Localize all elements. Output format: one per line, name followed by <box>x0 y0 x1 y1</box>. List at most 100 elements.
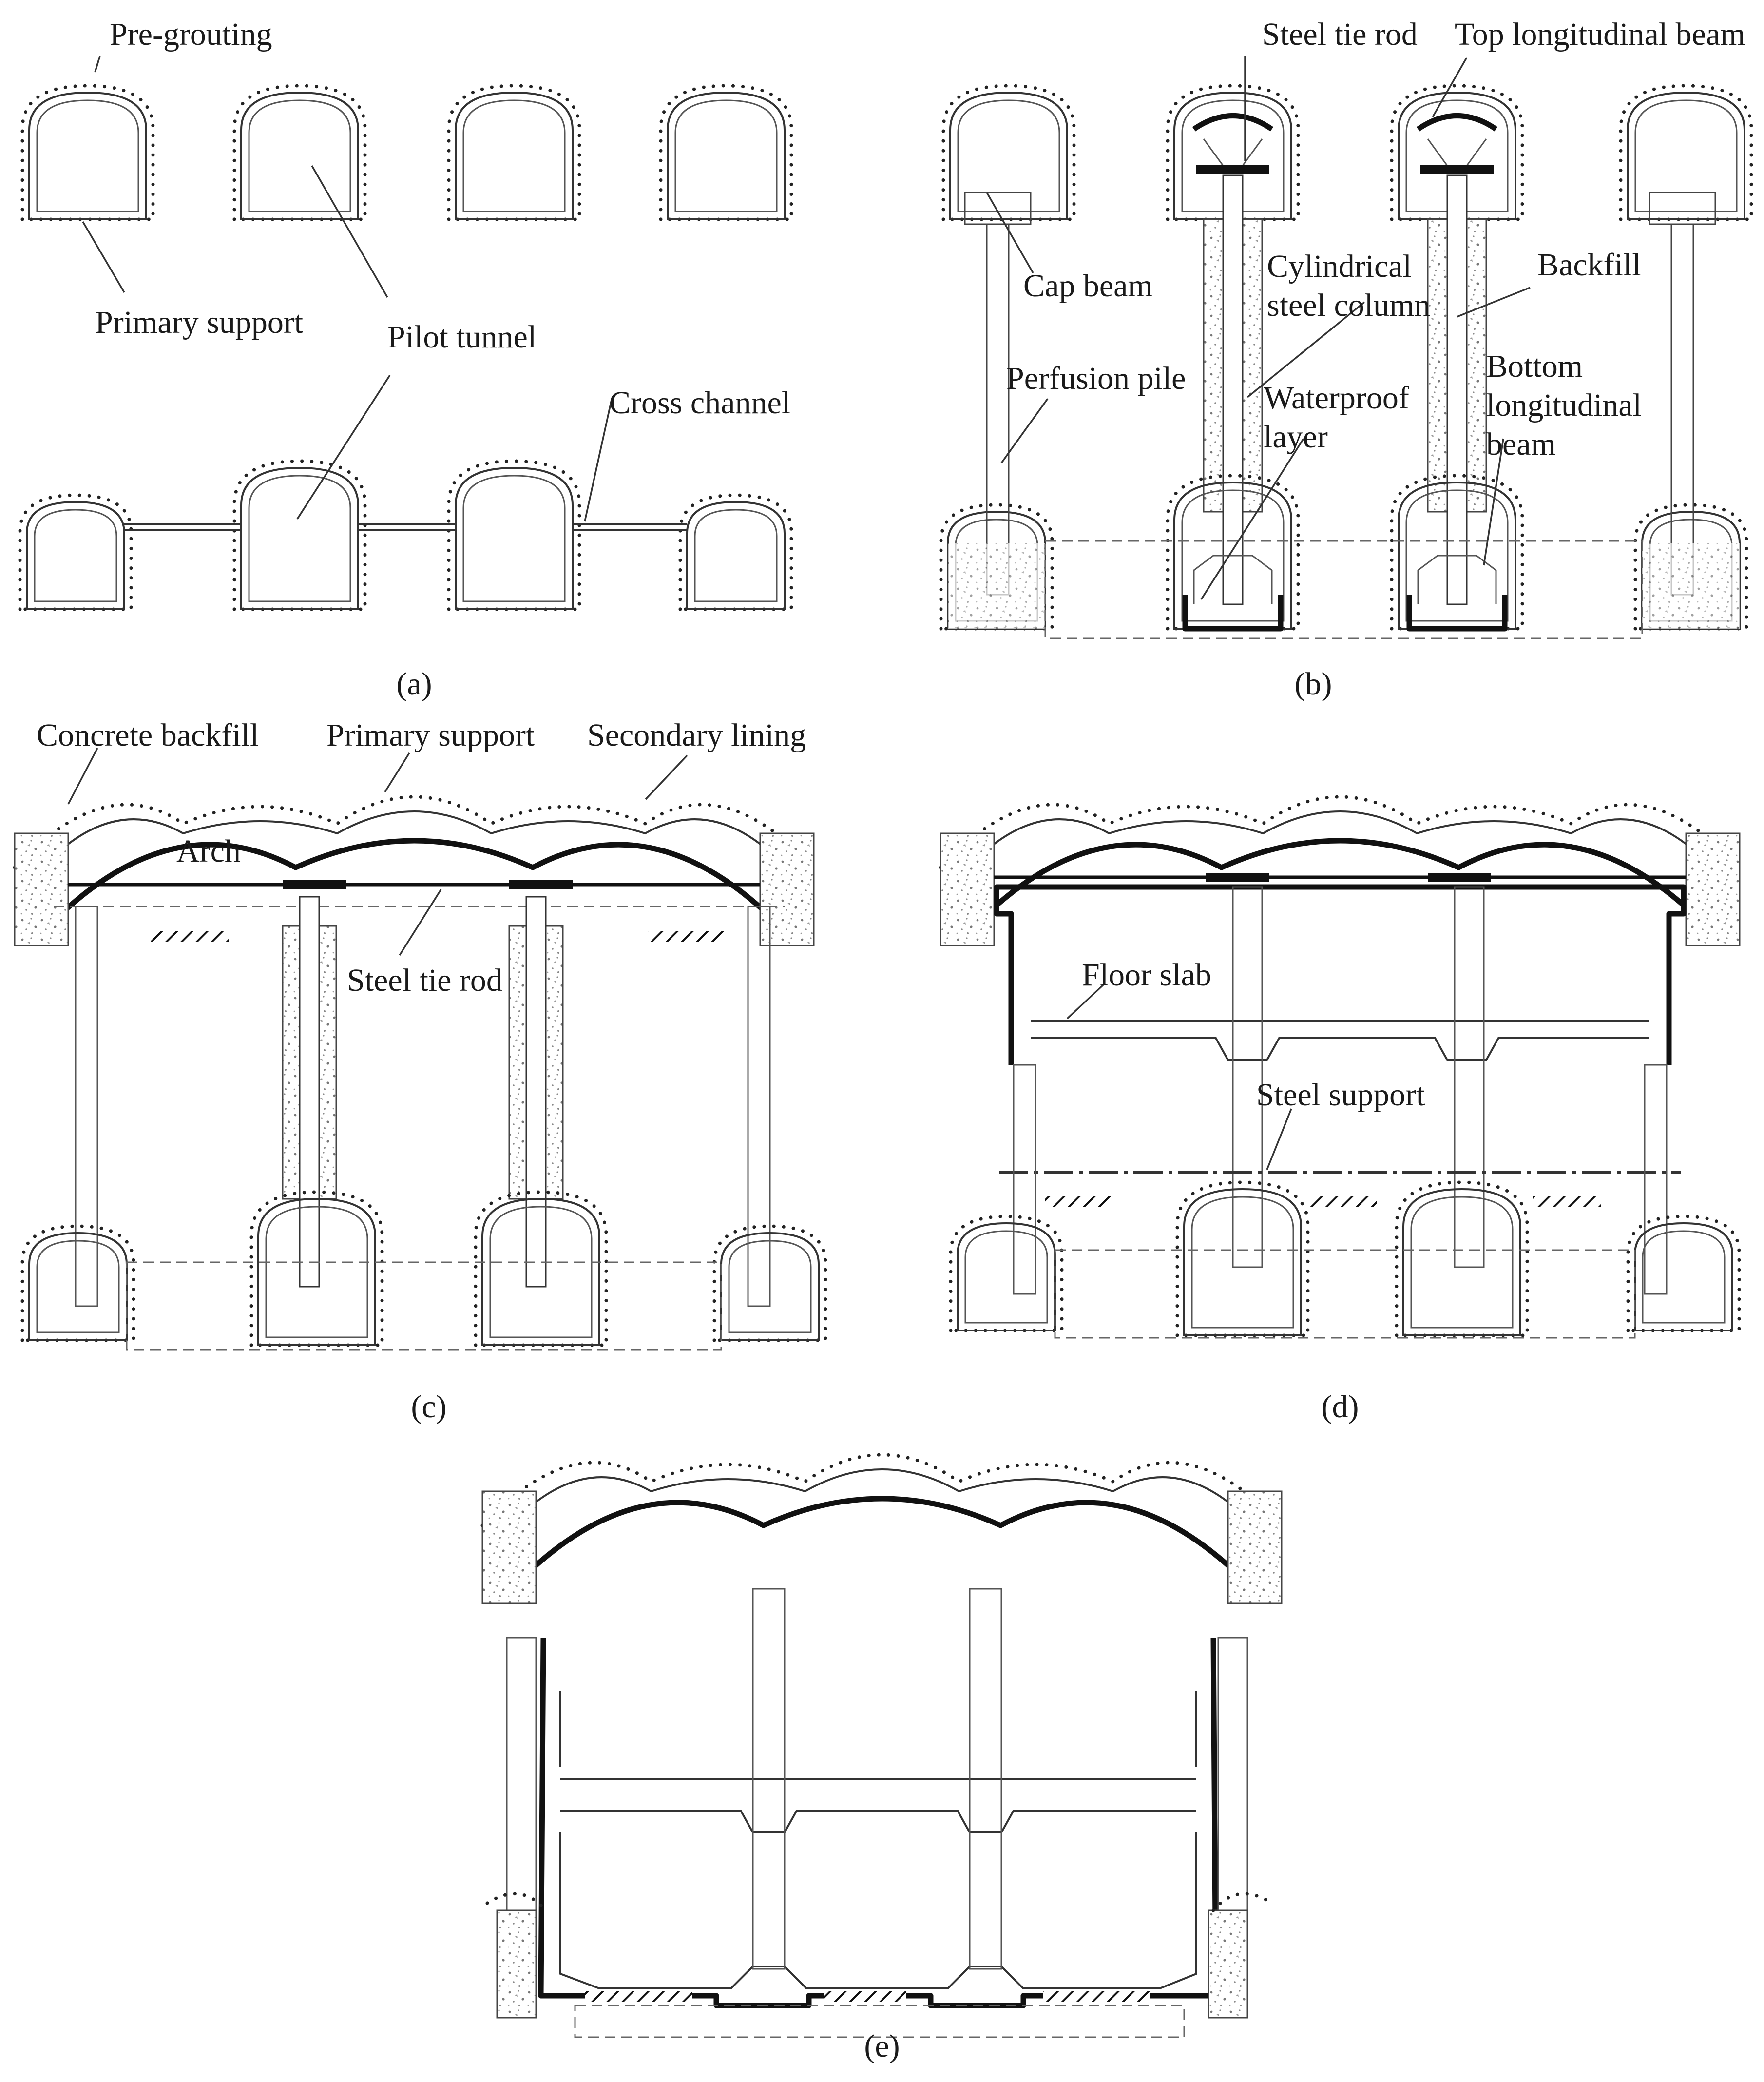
pilot-tunnel-1-pre-grouting <box>20 84 155 221</box>
label-top-longitudinal-beam: Top longitudinal beam <box>1455 17 1745 52</box>
b-perfusion-pile-2 <box>1670 223 1694 596</box>
c-backfill-right <box>759 832 815 946</box>
b-waterproof-layer-1 <box>1182 595 1284 632</box>
leader-cross-channel <box>584 399 613 522</box>
e-outer-wall <box>538 1637 1219 2008</box>
b-steel-column-2 <box>1446 174 1468 605</box>
d-base-slab-outline <box>1054 1249 1636 1339</box>
d-lower-tunnel-3-inner <box>1410 1196 1514 1329</box>
e-lower-pre-grouting <box>485 1892 1274 1912</box>
pilot-tunnel-2-outer <box>240 91 359 220</box>
leader-pilot-tunnel-bottom <box>296 375 391 520</box>
e-lower-backfill-2 <box>1208 1909 1248 2019</box>
b-perfusion-pile-1 <box>986 223 1010 596</box>
e-base-outline <box>574 2005 1185 2038</box>
b-lower-tunnel-2-outer <box>1173 481 1292 630</box>
pilot-tunnels-separate <box>20 84 793 221</box>
b-lower-tunnel-3-outer <box>1398 481 1516 630</box>
b-cap-beam-1 <box>964 192 1032 225</box>
b-lower-tunnel-4-pre-grouting <box>1633 503 1748 631</box>
pilot-tunnel-lower-1-pre-grouting <box>18 493 133 611</box>
c-lower-tunnel-4-outer <box>720 1232 820 1341</box>
pilot-tunnel-2-pre-grouting <box>232 84 367 221</box>
d-column-1 <box>1232 886 1263 1268</box>
e-bottom-slab <box>559 1832 1197 1989</box>
leader-waterproof-layer <box>1200 438 1304 600</box>
b-top-beam-body-1 <box>1203 138 1263 167</box>
pilot-tunnel-4-inner <box>674 99 778 212</box>
pilot-tunnel-4-outer <box>667 91 786 220</box>
c-secondary-lining <box>57 838 772 918</box>
label-waterproof-line2: layer <box>1264 419 1328 455</box>
e-waterproof-strip-1 <box>585 1991 692 2002</box>
b-mid-tunnel-2-outer <box>1398 91 1516 220</box>
leader-steel-tie-rod-c <box>399 889 442 956</box>
b-base-slab-outline <box>1044 540 1643 639</box>
label-primary-support-c: Primary support <box>326 717 535 753</box>
panel-c: Concrete backfill Primary support Second… <box>13 717 827 1425</box>
panel-a: Pre-grouting Primary support Pilot tunne… <box>18 17 793 702</box>
caption-c: (c) <box>411 1389 446 1425</box>
b-side-tunnel-1-pre-grouting <box>941 84 1076 221</box>
b-bottom-beam-2 <box>1417 555 1497 604</box>
c-waterproof-strip-2 <box>648 931 726 942</box>
label-pilot-tunnel: Pilot tunnel <box>387 319 537 355</box>
b-cap-beam-2 <box>1649 192 1716 225</box>
b-lower-tunnel-4-outer <box>1641 510 1741 630</box>
e-waterproof-strip-3 <box>1043 1991 1150 2002</box>
label-bottom-line1: Bottom <box>1486 348 1583 384</box>
b-steel-column-1 <box>1222 174 1244 605</box>
b-top-beam-body-2 <box>1427 138 1487 167</box>
b-side-backfill-right <box>1642 543 1740 629</box>
e-middle-slab-top <box>559 1691 1197 1780</box>
caption-e: (e) <box>864 2028 900 2064</box>
leader-primary-support-c <box>384 752 410 792</box>
pilot-tunnel-lower-2-inner <box>248 475 351 602</box>
d-pile-1 <box>1013 1064 1036 1295</box>
c-waterproof-strip-1 <box>151 931 229 942</box>
panel-e: (e) <box>480 1453 1284 2064</box>
d-waterproof-strip-3 <box>1533 1196 1601 1207</box>
d-column-2 <box>1454 886 1485 1268</box>
c-pre-grouting <box>13 795 816 869</box>
label-secondary-lining: Secondary lining <box>587 717 806 753</box>
c-steel-column-1 <box>299 896 320 1288</box>
caption-a: (a) <box>396 666 432 702</box>
pilot-tunnel-2-inner <box>248 99 351 212</box>
pilot-tunnel-lower-3-inner <box>462 475 566 602</box>
e-column-1 <box>752 1588 786 1970</box>
piles-columns-beams <box>939 84 1753 639</box>
c-pile-1 <box>75 906 98 1307</box>
leader-concrete-backfill <box>67 748 98 805</box>
e-backfill-left <box>481 1490 537 1604</box>
label-steel-tie-rod-c: Steel tie rod <box>347 963 502 998</box>
label-bottom-line3: beam <box>1486 426 1556 462</box>
d-lower-tunnel-2-pre-grouting <box>1175 1180 1310 1337</box>
b-lower-tunnel-2-inner <box>1181 489 1285 622</box>
e-column-2 <box>969 1588 1002 1970</box>
pilot-tunnel-3-pre-grouting <box>447 84 581 221</box>
c-backfill-left <box>14 832 69 946</box>
label-primary-support: Primary support <box>95 305 303 340</box>
d-pre-grouting <box>939 795 1742 869</box>
pilot-tunnel-1-inner <box>36 99 139 212</box>
label-waterproof-line1: Waterproof <box>1264 380 1409 416</box>
e-pre-grouting <box>480 1453 1284 1527</box>
pilot-tunnel-3-outer <box>455 91 574 220</box>
completed-structure <box>480 1453 1284 2038</box>
b-lower-tunnel-1-outer <box>947 510 1046 630</box>
panel-d: Floor slab Steel support (d) <box>939 795 1742 1425</box>
d-lower-tunnel-2-outer <box>1183 1188 1302 1336</box>
c-primary-support <box>28 810 800 883</box>
e-lower-backfill-1 <box>496 1909 537 2019</box>
c-base-slab-outline <box>126 1261 722 1351</box>
leader-backfill <box>1457 287 1531 318</box>
label-perfusion-pile: Perfusion pile <box>1006 361 1186 396</box>
d-lower-tunnel-4-pre-grouting <box>1626 1214 1741 1332</box>
d-primary-support <box>954 810 1726 883</box>
pilot-tunnels-connected <box>18 459 793 611</box>
d-pile-2 <box>1644 1064 1668 1295</box>
b-top-beam-arc-2 <box>1416 113 1498 132</box>
leader-top-longitudinal-beam <box>1432 57 1468 117</box>
floor-slab-stage <box>939 795 1742 1339</box>
